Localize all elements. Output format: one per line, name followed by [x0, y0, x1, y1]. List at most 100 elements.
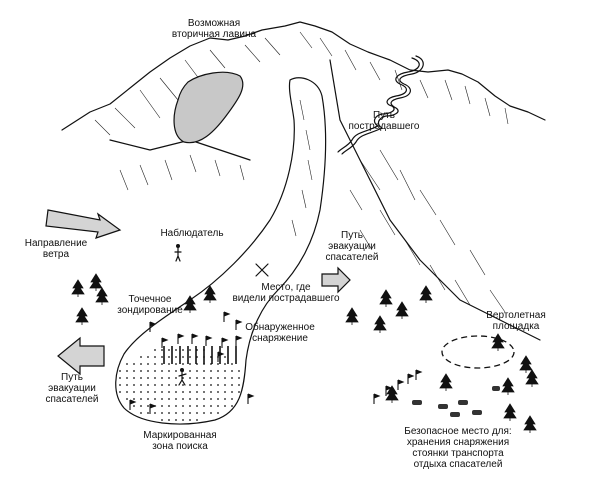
probe-point — [119, 391, 121, 393]
probe-point — [168, 349, 170, 351]
crossed-skis-icon — [255, 263, 269, 277]
fir-tree-icon — [345, 307, 359, 325]
probe-point — [133, 391, 135, 393]
fir-tree-icon — [89, 273, 103, 291]
label-line: Путь — [341, 230, 363, 241]
probe-point — [203, 377, 205, 379]
probe-point — [133, 398, 135, 400]
flag-icon — [177, 333, 185, 344]
label-line: эвакуации — [48, 383, 96, 394]
probe-point — [224, 391, 226, 393]
probe-point — [196, 419, 198, 421]
probe-point — [217, 405, 219, 407]
probe-point — [210, 377, 212, 379]
probe-point — [133, 363, 135, 365]
fir-tree-icon — [491, 333, 505, 351]
flag-icon — [191, 333, 199, 344]
probe-point — [168, 419, 170, 421]
probe-point — [189, 363, 191, 365]
person-icon — [178, 368, 187, 386]
probe-point — [189, 419, 191, 421]
probe-point — [217, 377, 219, 379]
probe-point — [147, 356, 149, 358]
search-grid — [119, 346, 240, 421]
probe-point — [126, 370, 128, 372]
probe-point — [203, 384, 205, 386]
probe-point — [175, 370, 177, 372]
car-icon — [412, 386, 500, 417]
probe-point — [168, 377, 170, 379]
probe-point — [217, 384, 219, 386]
label-line: вторичная лавина — [172, 29, 257, 40]
fir-trees — [71, 273, 539, 433]
fir-tree-icon — [71, 279, 85, 297]
probe-point — [182, 398, 184, 400]
probe-point — [203, 370, 205, 372]
probe-point — [189, 405, 191, 407]
probe-point — [189, 398, 191, 400]
probe-point — [196, 384, 198, 386]
probe-point — [182, 391, 184, 393]
flag-icon — [373, 393, 381, 404]
fir-tree-icon — [419, 285, 433, 303]
flag-icon — [235, 335, 243, 346]
probe-point — [224, 384, 226, 386]
probe-point — [224, 370, 226, 372]
label-line: Обнаруженное — [245, 321, 315, 333]
fir-tree-icon — [439, 373, 453, 391]
probe-point — [140, 412, 142, 414]
victim-path-line — [337, 57, 420, 153]
label-line: Наблюдатель — [160, 227, 223, 239]
probe-point — [210, 384, 212, 386]
probe-point — [168, 356, 170, 358]
probe-point — [189, 356, 191, 358]
probe-point — [154, 370, 156, 372]
probe-point — [238, 391, 240, 393]
probe-point — [224, 398, 226, 400]
probe-point — [140, 391, 142, 393]
probe-point — [189, 412, 191, 414]
probe-point — [231, 398, 233, 400]
probe-point — [168, 370, 170, 372]
probe-point — [140, 356, 142, 358]
probe-point — [154, 349, 156, 351]
probe-point — [140, 384, 142, 386]
probe-point — [154, 412, 156, 414]
probe-point — [210, 370, 212, 372]
label-observer: Наблюдатель — [160, 227, 223, 239]
probe-point — [161, 412, 163, 414]
probe-point — [217, 363, 219, 365]
label-line: эвакуации — [328, 241, 376, 252]
person-icon — [174, 244, 182, 262]
probe-point — [168, 412, 170, 414]
probe-point — [203, 412, 205, 414]
probe-point — [231, 363, 233, 365]
probe-point — [175, 391, 177, 393]
label-line: Вертолетная — [486, 310, 546, 321]
probe-point — [161, 377, 163, 379]
probe-point — [210, 412, 212, 414]
probe-point — [182, 405, 184, 407]
probe-point — [231, 384, 233, 386]
flag-icon — [385, 385, 393, 396]
flag-icon — [129, 399, 137, 410]
probe-point — [175, 419, 177, 421]
arrow-right-icon — [321, 266, 351, 294]
probe-point — [182, 349, 184, 351]
probe-point — [126, 391, 128, 393]
label-line: спасателей — [326, 252, 379, 263]
probe-point — [140, 363, 142, 365]
probe-point — [217, 370, 219, 372]
probe-point — [175, 405, 177, 407]
probe-point — [154, 363, 156, 365]
probe-point — [126, 384, 128, 386]
flag-icon — [205, 335, 213, 346]
probe-point — [224, 377, 226, 379]
label-line: Безопасное место для: — [404, 426, 511, 437]
probe-point — [210, 391, 212, 393]
label-line: Маркированная — [143, 430, 216, 441]
